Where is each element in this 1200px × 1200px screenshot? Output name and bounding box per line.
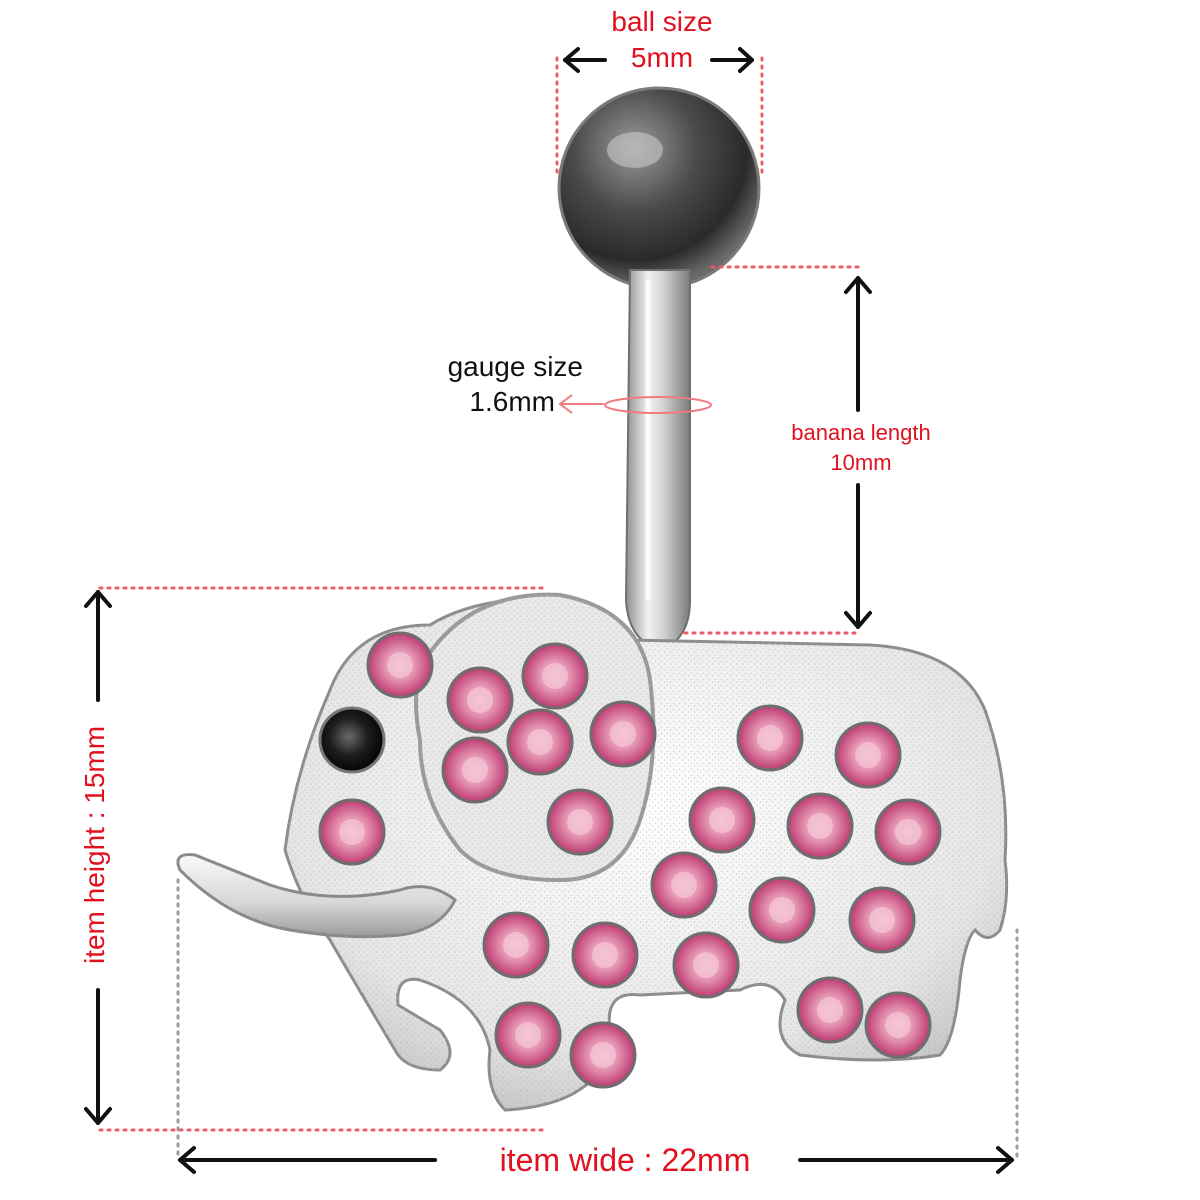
gem-group xyxy=(318,631,942,1089)
pink-gem xyxy=(546,788,614,856)
pink-gem xyxy=(748,876,816,944)
pink-gem xyxy=(672,931,740,999)
dimension-arrows xyxy=(84,47,1014,1174)
pink-gem xyxy=(571,921,639,989)
top-ball xyxy=(557,86,761,290)
pink-gem xyxy=(482,911,550,979)
pink-gem xyxy=(786,792,854,860)
pink-gem xyxy=(506,708,574,776)
black-eye-gem xyxy=(318,706,386,774)
ball-size-title: ball size xyxy=(611,6,712,37)
pink-gem xyxy=(796,976,864,1044)
gauge-ring xyxy=(604,396,712,414)
elephant-tusk xyxy=(176,853,457,939)
item-height-label: item height : 15mm xyxy=(79,726,110,964)
pink-gem xyxy=(736,704,804,772)
pink-gem xyxy=(521,642,589,710)
pink-gem xyxy=(366,631,434,699)
pink-gem xyxy=(874,798,942,866)
banana-length-title: banana length xyxy=(791,420,930,445)
pink-gem xyxy=(446,666,514,734)
ball-size-value: 5mm xyxy=(631,42,693,73)
pink-gem xyxy=(569,1021,637,1089)
pink-gem xyxy=(589,700,657,768)
gauge-size-value: 1.6mm xyxy=(469,386,555,417)
pink-gem xyxy=(834,721,902,789)
gauge-size-title: gauge size xyxy=(448,351,583,382)
guide-lines xyxy=(98,56,1019,1162)
banana-bar xyxy=(624,269,691,652)
pink-gem xyxy=(688,786,756,854)
pink-gem xyxy=(441,736,509,804)
pink-gem xyxy=(318,798,386,866)
pink-gem xyxy=(494,1001,562,1069)
pink-gem xyxy=(864,991,932,1059)
banana-length-value: 10mm xyxy=(830,450,891,475)
item-width-label: item wide : 22mm xyxy=(500,1142,751,1178)
pink-gem xyxy=(848,886,916,954)
pink-gem xyxy=(650,851,718,919)
gauge-arrow xyxy=(558,394,604,414)
